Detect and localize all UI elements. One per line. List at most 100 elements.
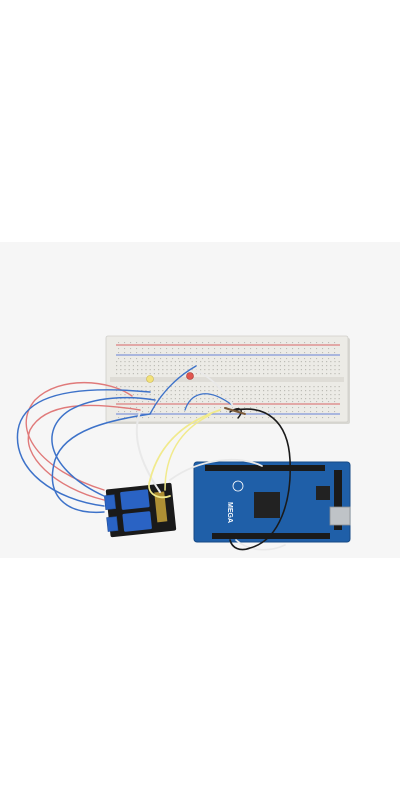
breadboard-hole xyxy=(296,365,298,367)
breadboard-hole xyxy=(284,386,286,388)
breadboard-hole xyxy=(200,369,202,371)
breadboard-hole xyxy=(242,386,244,388)
breadboard-hole xyxy=(158,361,160,363)
relay-1 xyxy=(120,489,150,510)
breadboard-hole xyxy=(267,373,269,375)
breadboard-hole xyxy=(229,398,231,400)
breadboard-rail-hole xyxy=(310,401,312,403)
breadboard-hole xyxy=(216,365,218,367)
breadboard-rail-hole xyxy=(196,342,198,344)
breadboard-rail-hole xyxy=(238,342,240,344)
breadboard-rail-hole xyxy=(208,352,210,354)
breadboard-hole xyxy=(200,398,202,400)
breadboard-hole xyxy=(309,361,311,363)
breadboard-hole xyxy=(225,373,227,375)
breadboard-hole xyxy=(153,361,155,363)
breadboard-hole xyxy=(132,398,134,400)
breadboard-hole xyxy=(305,390,307,392)
breadboard-rail-hole xyxy=(250,348,252,350)
breadboard-hole xyxy=(195,386,197,388)
breadboard-rail-hole xyxy=(136,342,138,344)
breadboard-rail-hole xyxy=(286,411,288,413)
breadboard-rail-hole xyxy=(166,411,168,413)
breadboard-hole xyxy=(296,386,298,388)
breadboard-hole xyxy=(162,373,164,375)
breadboard-rail-hole xyxy=(196,352,198,354)
relay-2 xyxy=(122,511,152,532)
breadboard-hole xyxy=(317,361,319,363)
breadboard-rail-hole xyxy=(232,407,234,409)
breadboard-rail-hole xyxy=(184,411,186,413)
breadboard-rail-hole xyxy=(238,348,240,350)
breadboard-hole xyxy=(225,369,227,371)
breadboard-rail-hole xyxy=(154,417,156,419)
breadboard-hole xyxy=(254,373,256,375)
breadboard-hole xyxy=(120,361,122,363)
breadboard-hole xyxy=(334,394,336,396)
breadboard-rail-hole xyxy=(322,358,324,360)
breadboard-hole xyxy=(271,390,273,392)
breadboard-rail-hole xyxy=(220,411,222,413)
breadboard-rail-hole xyxy=(184,407,186,409)
breadboard-hole xyxy=(288,398,290,400)
breadboard-hole xyxy=(263,390,265,392)
breadboard-hole xyxy=(313,361,315,363)
breadboard-hole xyxy=(128,386,130,388)
board-label: MEGA xyxy=(226,502,233,523)
breadboard-hole xyxy=(183,361,185,363)
breadboard-hole xyxy=(233,394,235,396)
breadboard-hole xyxy=(296,373,298,375)
breadboard-hole xyxy=(158,394,160,396)
breadboard-hole xyxy=(267,386,269,388)
breadboard-hole xyxy=(183,394,185,396)
breadboard-rail-hole xyxy=(232,358,234,360)
breadboard-hole xyxy=(216,390,218,392)
breadboard-hole xyxy=(132,369,134,371)
breadboard-rail-hole xyxy=(328,411,330,413)
breadboard-rail-hole xyxy=(310,358,312,360)
breadboard-rail-hole xyxy=(220,352,222,354)
breadboard-rail-hole xyxy=(250,417,252,419)
breadboard-rail-hole xyxy=(208,358,210,360)
breadboard-rail-hole xyxy=(328,407,330,409)
breadboard-rail-hole xyxy=(142,417,144,419)
breadboard-hole xyxy=(137,373,139,375)
breadboard-rail-hole xyxy=(190,342,192,344)
breadboard-hole xyxy=(267,398,269,400)
breadboard-hole xyxy=(191,369,193,371)
breadboard-hole xyxy=(242,369,244,371)
breadboard-hole xyxy=(166,386,168,388)
breadboard-rail-hole xyxy=(166,352,168,354)
breadboard-hole xyxy=(179,390,181,392)
breadboard-hole xyxy=(292,398,294,400)
breadboard-hole xyxy=(162,390,164,392)
breadboard-hole xyxy=(288,373,290,375)
breadboard-hole xyxy=(317,394,319,396)
breadboard-hole xyxy=(174,373,176,375)
led-yellow xyxy=(146,375,154,383)
breadboard-rail-hole xyxy=(196,417,198,419)
breadboard-rail-hole xyxy=(298,352,300,354)
breadboard-hole xyxy=(187,361,189,363)
breadboard-rail-hole xyxy=(280,407,282,409)
breadboard-hole xyxy=(321,394,323,396)
breadboard-hole xyxy=(267,390,269,392)
breadboard-rail-hole xyxy=(274,407,276,409)
breadboard-rail-hole xyxy=(124,401,126,403)
breadboard-rail-hole xyxy=(190,352,192,354)
breadboard-hole xyxy=(313,394,315,396)
breadboard-hole xyxy=(296,394,298,396)
breadboard-hole xyxy=(288,394,290,396)
breadboard-hole xyxy=(246,398,248,400)
breadboard-hole xyxy=(338,373,340,375)
breadboard-rail-hole xyxy=(316,407,318,409)
breadboard-hole xyxy=(120,365,122,367)
breadboard-hole xyxy=(296,390,298,392)
breadboard-rail-hole xyxy=(154,358,156,360)
breadboard-hole xyxy=(229,373,231,375)
breadboard-rail-hole xyxy=(262,348,264,350)
breadboard-hole xyxy=(338,394,340,396)
breadboard-hole xyxy=(229,365,231,367)
breadboard-hole xyxy=(313,373,315,375)
